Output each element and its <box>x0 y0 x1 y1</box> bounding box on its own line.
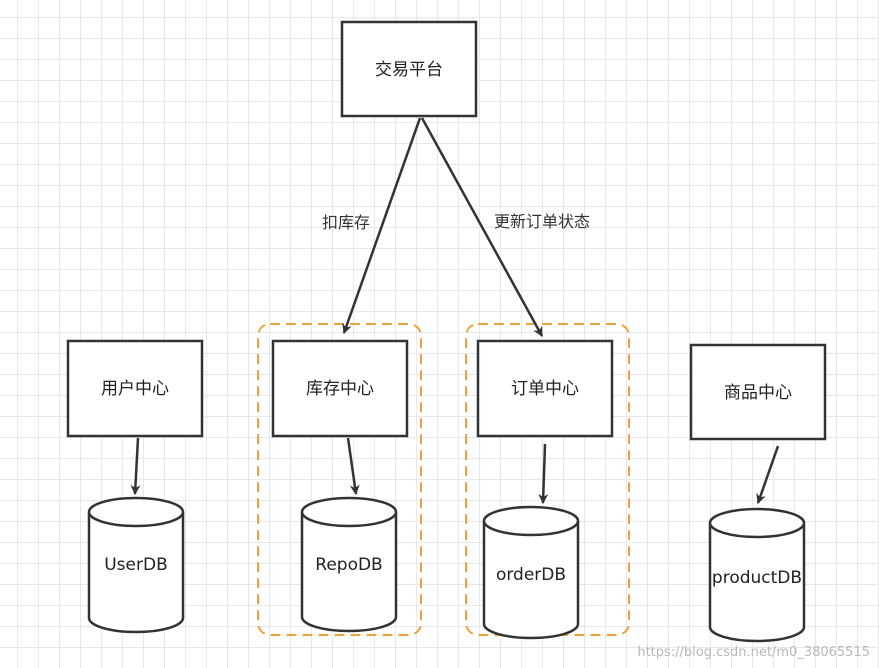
user-db-label: UserDB <box>104 555 168 575</box>
product-center-node[interactable]: 商品中心 <box>689 343 827 441</box>
platform-node[interactable]: 交易平台 <box>340 20 478 118</box>
product-center-node-label: 商品中心 <box>724 383 792 403</box>
watermark-text: https://blog.csdn.net/m0_38065515 <box>637 645 870 660</box>
edge-order-to-db <box>538 443 549 504</box>
user-center-node-label: 用户中心 <box>101 379 169 399</box>
repo-db-label: RepoDB <box>315 555 382 575</box>
edge-label-deduct-stock: 扣库存 <box>322 213 370 232</box>
platform-node-label: 交易平台 <box>375 60 443 80</box>
order-center-node-label: 订单中心 <box>511 379 579 399</box>
repo-center-node-label: 库存中心 <box>306 379 374 399</box>
repo-group-highlight <box>257 323 422 636</box>
order-db-cylinder[interactable]: orderDB <box>482 505 580 640</box>
edge-user-to-db <box>130 437 141 495</box>
product-db-label: productDB <box>712 568 802 588</box>
user-db-cylinder[interactable]: UserDB <box>87 496 185 634</box>
edge-repo-to-db <box>346 437 360 495</box>
edge-update-order-status <box>420 117 544 337</box>
product-db-cylinder[interactable]: productDB <box>708 507 806 643</box>
repo-db-cylinder[interactable]: RepoDB <box>300 496 398 633</box>
order-db-label: orderDB <box>496 565 566 585</box>
edge-product-to-db <box>756 445 780 504</box>
edge-label-update-order-status: 更新订单状态 <box>494 212 590 231</box>
repo-center-node[interactable]: 库存中心 <box>271 339 409 438</box>
order-center-node[interactable]: 订单中心 <box>476 339 614 438</box>
user-center-node[interactable]: 用户中心 <box>66 339 204 438</box>
edge-deduct-stock <box>342 117 422 334</box>
